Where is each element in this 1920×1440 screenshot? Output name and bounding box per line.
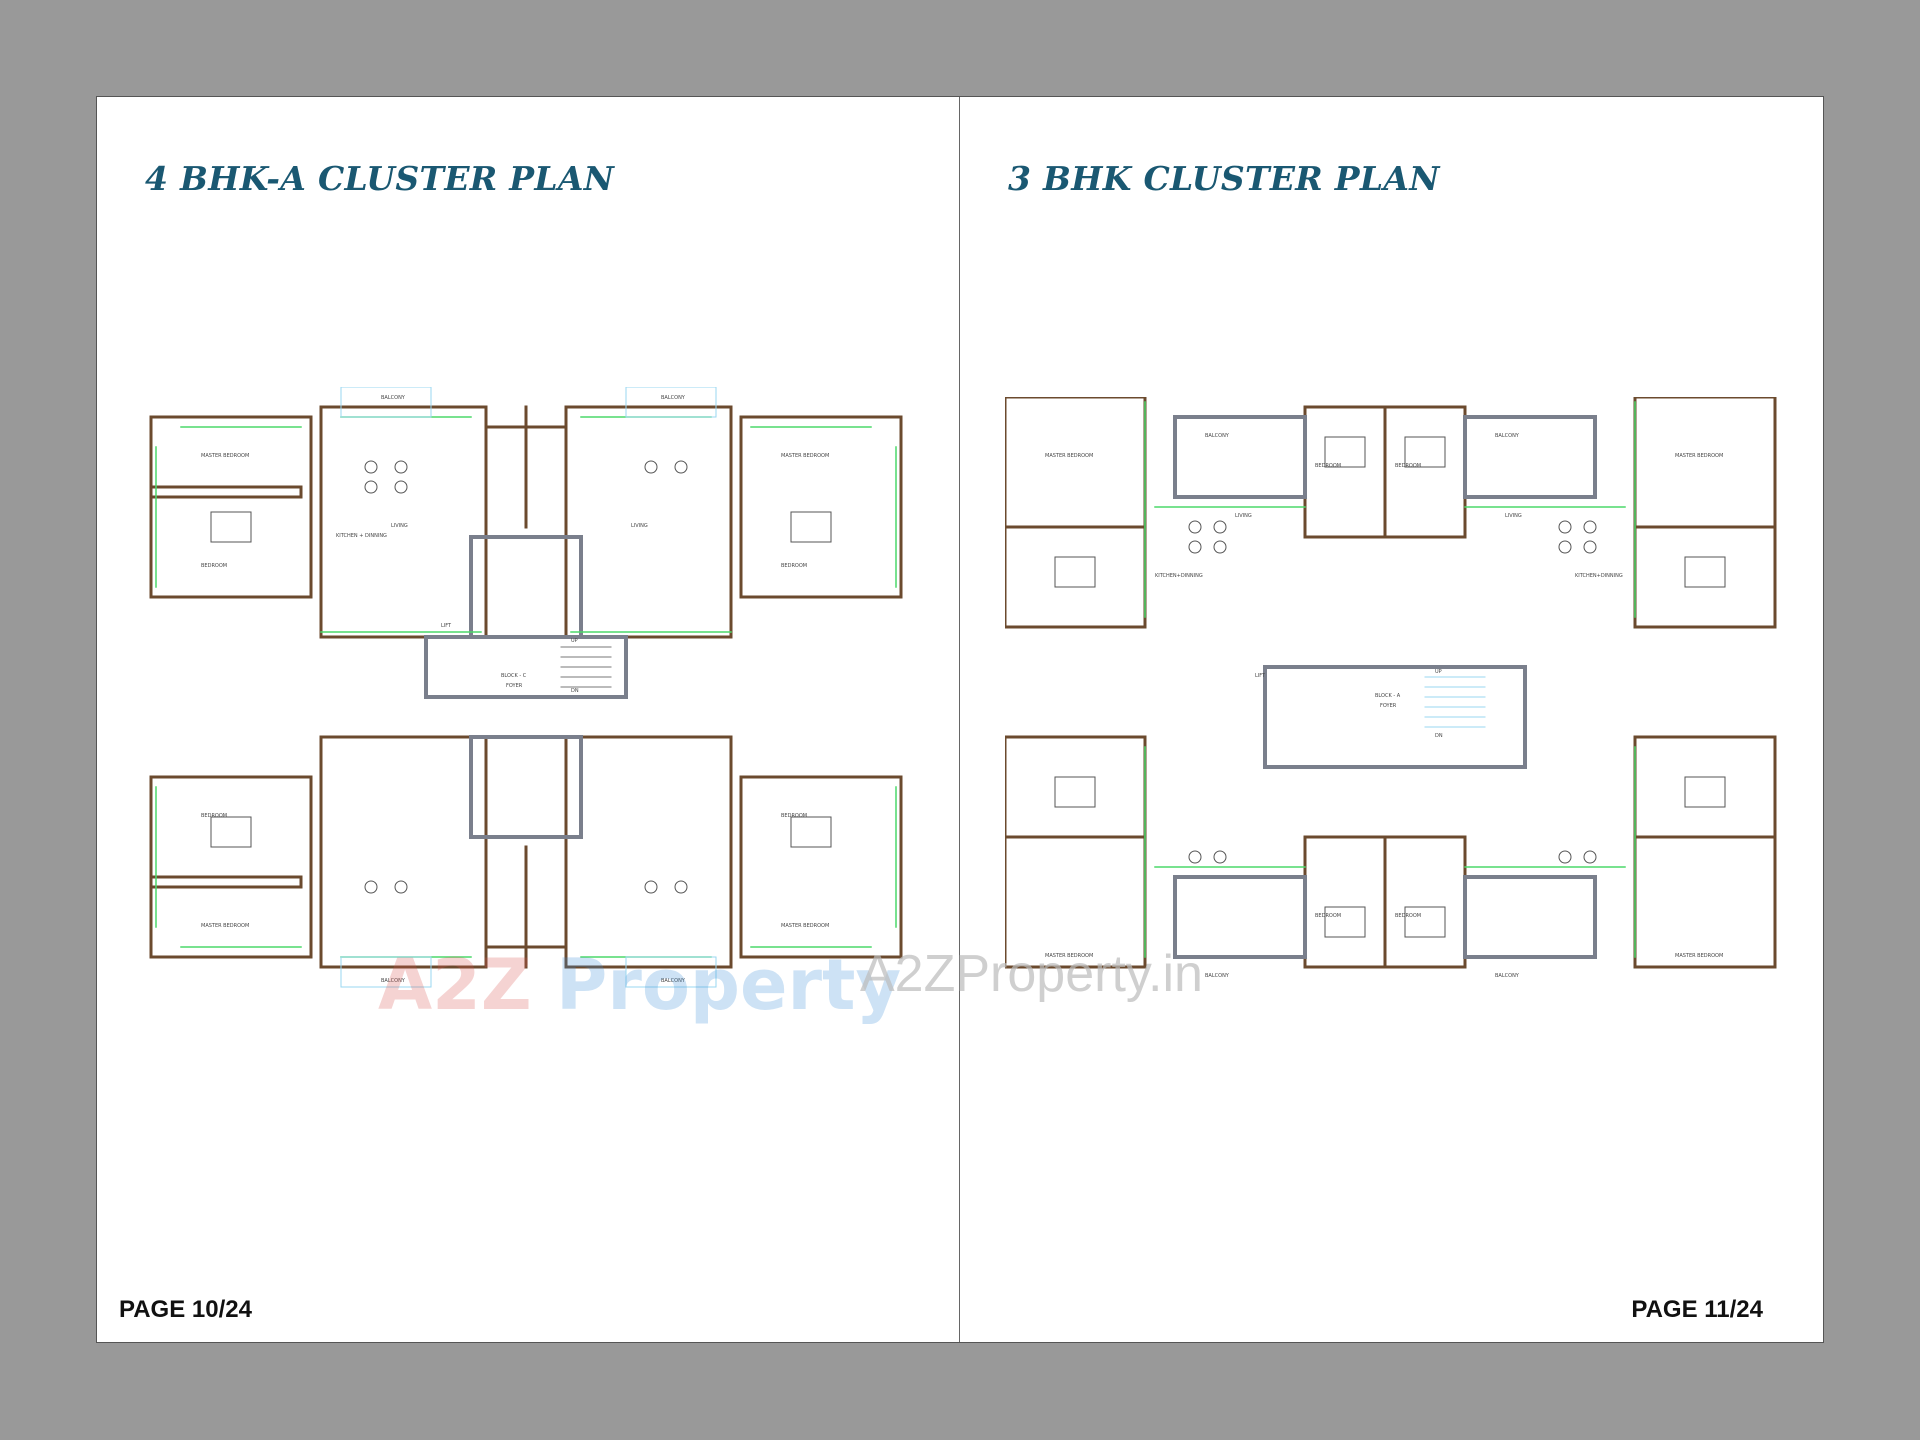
page-number: PAGE 10/24 xyxy=(119,1296,252,1323)
svg-text:LIVING: LIVING xyxy=(1505,513,1522,519)
svg-text:BALCONY: BALCONY xyxy=(1495,433,1520,439)
svg-text:MASTER BEDROOM: MASTER BEDROOM xyxy=(201,453,249,459)
svg-text:BEDROOM: BEDROOM xyxy=(781,563,807,569)
svg-text:BEDROOM: BEDROOM xyxy=(201,813,227,819)
svg-text:UP: UP xyxy=(571,638,578,644)
page-title: 3 BHK CLUSTER PLAN xyxy=(1008,159,1440,198)
svg-text:BALCONY: BALCONY xyxy=(1495,973,1520,979)
document-spread: 4 BHK-A CLUSTER PLAN xyxy=(96,96,1824,1343)
svg-text:LIVING: LIVING xyxy=(1235,513,1252,519)
svg-text:MASTER BEDROOM: MASTER BEDROOM xyxy=(781,453,829,459)
svg-text:MASTER BEDROOM: MASTER BEDROOM xyxy=(1045,953,1093,959)
svg-text:BEDROOM: BEDROOM xyxy=(1395,913,1421,919)
svg-text:LIVING: LIVING xyxy=(631,523,648,529)
svg-text:BEDROOM: BEDROOM xyxy=(201,563,227,569)
svg-text:BALCONY: BALCONY xyxy=(1205,433,1230,439)
svg-text:FOYER: FOYER xyxy=(1380,703,1397,709)
cluster-floor-plan: BLOCK - A FOYER LIFT UP DN MASTER BEDROO… xyxy=(1005,397,1785,1037)
svg-text:BALCONY: BALCONY xyxy=(381,395,406,401)
svg-text:BEDROOM: BEDROOM xyxy=(1315,463,1341,469)
plan-label-block: BLOCK - C xyxy=(501,673,527,679)
page-title: 4 BHK-A CLUSTER PLAN xyxy=(145,159,615,198)
page-right: 3 BHK CLUSTER PLAN xyxy=(960,97,1823,1342)
svg-text:BALCONY: BALCONY xyxy=(1205,973,1230,979)
svg-text:LIFT: LIFT xyxy=(1255,673,1266,679)
svg-text:BEDROOM: BEDROOM xyxy=(1315,913,1341,919)
svg-text:KITCHEN+DINNING: KITCHEN+DINNING xyxy=(1155,573,1203,579)
svg-text:BEDROOM: BEDROOM xyxy=(1395,463,1421,469)
svg-text:MASTER BEDROOM: MASTER BEDROOM xyxy=(1045,453,1093,459)
plan-label-foyer: FOYER xyxy=(506,683,523,689)
cluster-floor-plan: BLOCK - C FOYER MASTER BEDROOM MASTER BE… xyxy=(141,387,921,1057)
svg-text:BEDROOM: BEDROOM xyxy=(781,813,807,819)
svg-text:BALCONY: BALCONY xyxy=(661,978,686,984)
svg-text:DN: DN xyxy=(571,688,579,694)
svg-text:MASTER BEDROOM: MASTER BEDROOM xyxy=(1675,453,1723,459)
svg-text:DN: DN xyxy=(1435,733,1443,739)
svg-text:LIVING: LIVING xyxy=(391,523,408,529)
page-left: 4 BHK-A CLUSTER PLAN xyxy=(97,97,960,1342)
svg-text:BLOCK - A: BLOCK - A xyxy=(1375,693,1401,699)
svg-text:MASTER BEDROOM: MASTER BEDROOM xyxy=(201,923,249,929)
svg-text:LIFT: LIFT xyxy=(441,623,452,629)
svg-text:MASTER BEDROOM: MASTER BEDROOM xyxy=(1675,953,1723,959)
svg-text:MASTER BEDROOM: MASTER BEDROOM xyxy=(781,923,829,929)
page-number: PAGE 11/24 xyxy=(1631,1296,1763,1323)
svg-text:KITCHEN+DINNING: KITCHEN+DINNING xyxy=(1575,573,1623,579)
svg-text:KITCHEN + DINNING: KITCHEN + DINNING xyxy=(336,533,387,539)
svg-text:UP: UP xyxy=(1435,669,1442,675)
svg-text:BALCONY: BALCONY xyxy=(381,978,406,984)
svg-text:BALCONY: BALCONY xyxy=(661,395,686,401)
